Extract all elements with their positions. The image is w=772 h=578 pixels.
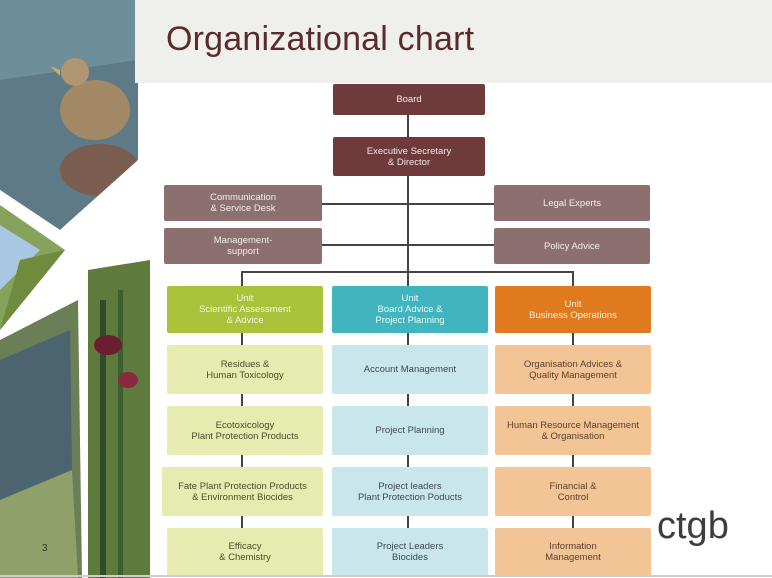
connector-col2-c bbox=[407, 455, 409, 467]
connector-col3-c bbox=[572, 455, 574, 467]
connector-col2-d bbox=[407, 516, 409, 528]
project-planning-box: Project Planning bbox=[332, 406, 488, 455]
connector-col3-d bbox=[572, 516, 574, 528]
connector-col3-a bbox=[572, 333, 574, 345]
policy-advice-box: Policy Advice bbox=[494, 228, 650, 264]
director-box: Executive Secretary & Director bbox=[333, 137, 485, 176]
project-leaders-ppp-box: Project leaders Plant Protection Poducts bbox=[332, 467, 488, 516]
financial-control-box: Financial & Control bbox=[495, 467, 651, 516]
human-resource-box: Human Resource Management & Organisation bbox=[495, 406, 651, 455]
connector-col1-b bbox=[241, 394, 243, 406]
residues-human-toxicology-box: Residues & Human Toxicology bbox=[167, 345, 323, 394]
account-management-box: Account Management bbox=[332, 345, 488, 394]
unit-board-advice-box: Unit Board Advice & Project Planning bbox=[332, 286, 488, 333]
bird-body bbox=[60, 80, 130, 140]
fate-environment-box: Fate Plant Protection Products & Environ… bbox=[162, 467, 323, 516]
connector-unit-2 bbox=[407, 271, 409, 286]
ctgb-logo: ctgb bbox=[657, 505, 729, 547]
connector-col1-c bbox=[241, 455, 243, 467]
information-management-box: Information Management bbox=[495, 528, 651, 576]
collage-graphic bbox=[0, 0, 150, 578]
photo-collage bbox=[0, 0, 150, 578]
organisation-advices-box: Organisation Advices & Quality Managemen… bbox=[495, 345, 651, 394]
slide-title: Organizational chart bbox=[166, 20, 475, 58]
connector-spine bbox=[407, 176, 409, 272]
connector-col1-a bbox=[241, 333, 243, 345]
title-band bbox=[135, 0, 772, 83]
connector-col1-d bbox=[241, 516, 243, 528]
efficacy-chemistry-box: Efficacy & Chemistry bbox=[167, 528, 323, 576]
connector-unit-3 bbox=[572, 271, 574, 286]
connector-col2-a bbox=[407, 333, 409, 345]
management-support-box: Management- support bbox=[164, 228, 322, 264]
connector-unit-1 bbox=[241, 271, 243, 286]
connector-mgmt-policy bbox=[322, 244, 494, 246]
footer-divider bbox=[0, 575, 772, 577]
connector-col3-b bbox=[572, 394, 574, 406]
unit-scientific-assessment-box: Unit Scientific Assessment & Advice bbox=[167, 286, 323, 333]
project-leaders-biocides-box: Project Leaders Biocides bbox=[332, 528, 488, 576]
connector-comm-legal bbox=[322, 203, 494, 205]
connector-board-director bbox=[407, 115, 409, 137]
unit-business-operations-box: Unit Business Operations bbox=[495, 286, 651, 333]
connector-col2-b bbox=[407, 394, 409, 406]
communication-service-desk-box: Communication & Service Desk bbox=[164, 185, 322, 221]
ecotoxicology-box: Ecotoxicology Plant Protection Products bbox=[167, 406, 323, 455]
legal-experts-box: Legal Experts bbox=[494, 185, 650, 221]
board-box: Board bbox=[333, 84, 485, 115]
page-number: 3 bbox=[42, 543, 48, 554]
bird-head bbox=[61, 58, 89, 86]
